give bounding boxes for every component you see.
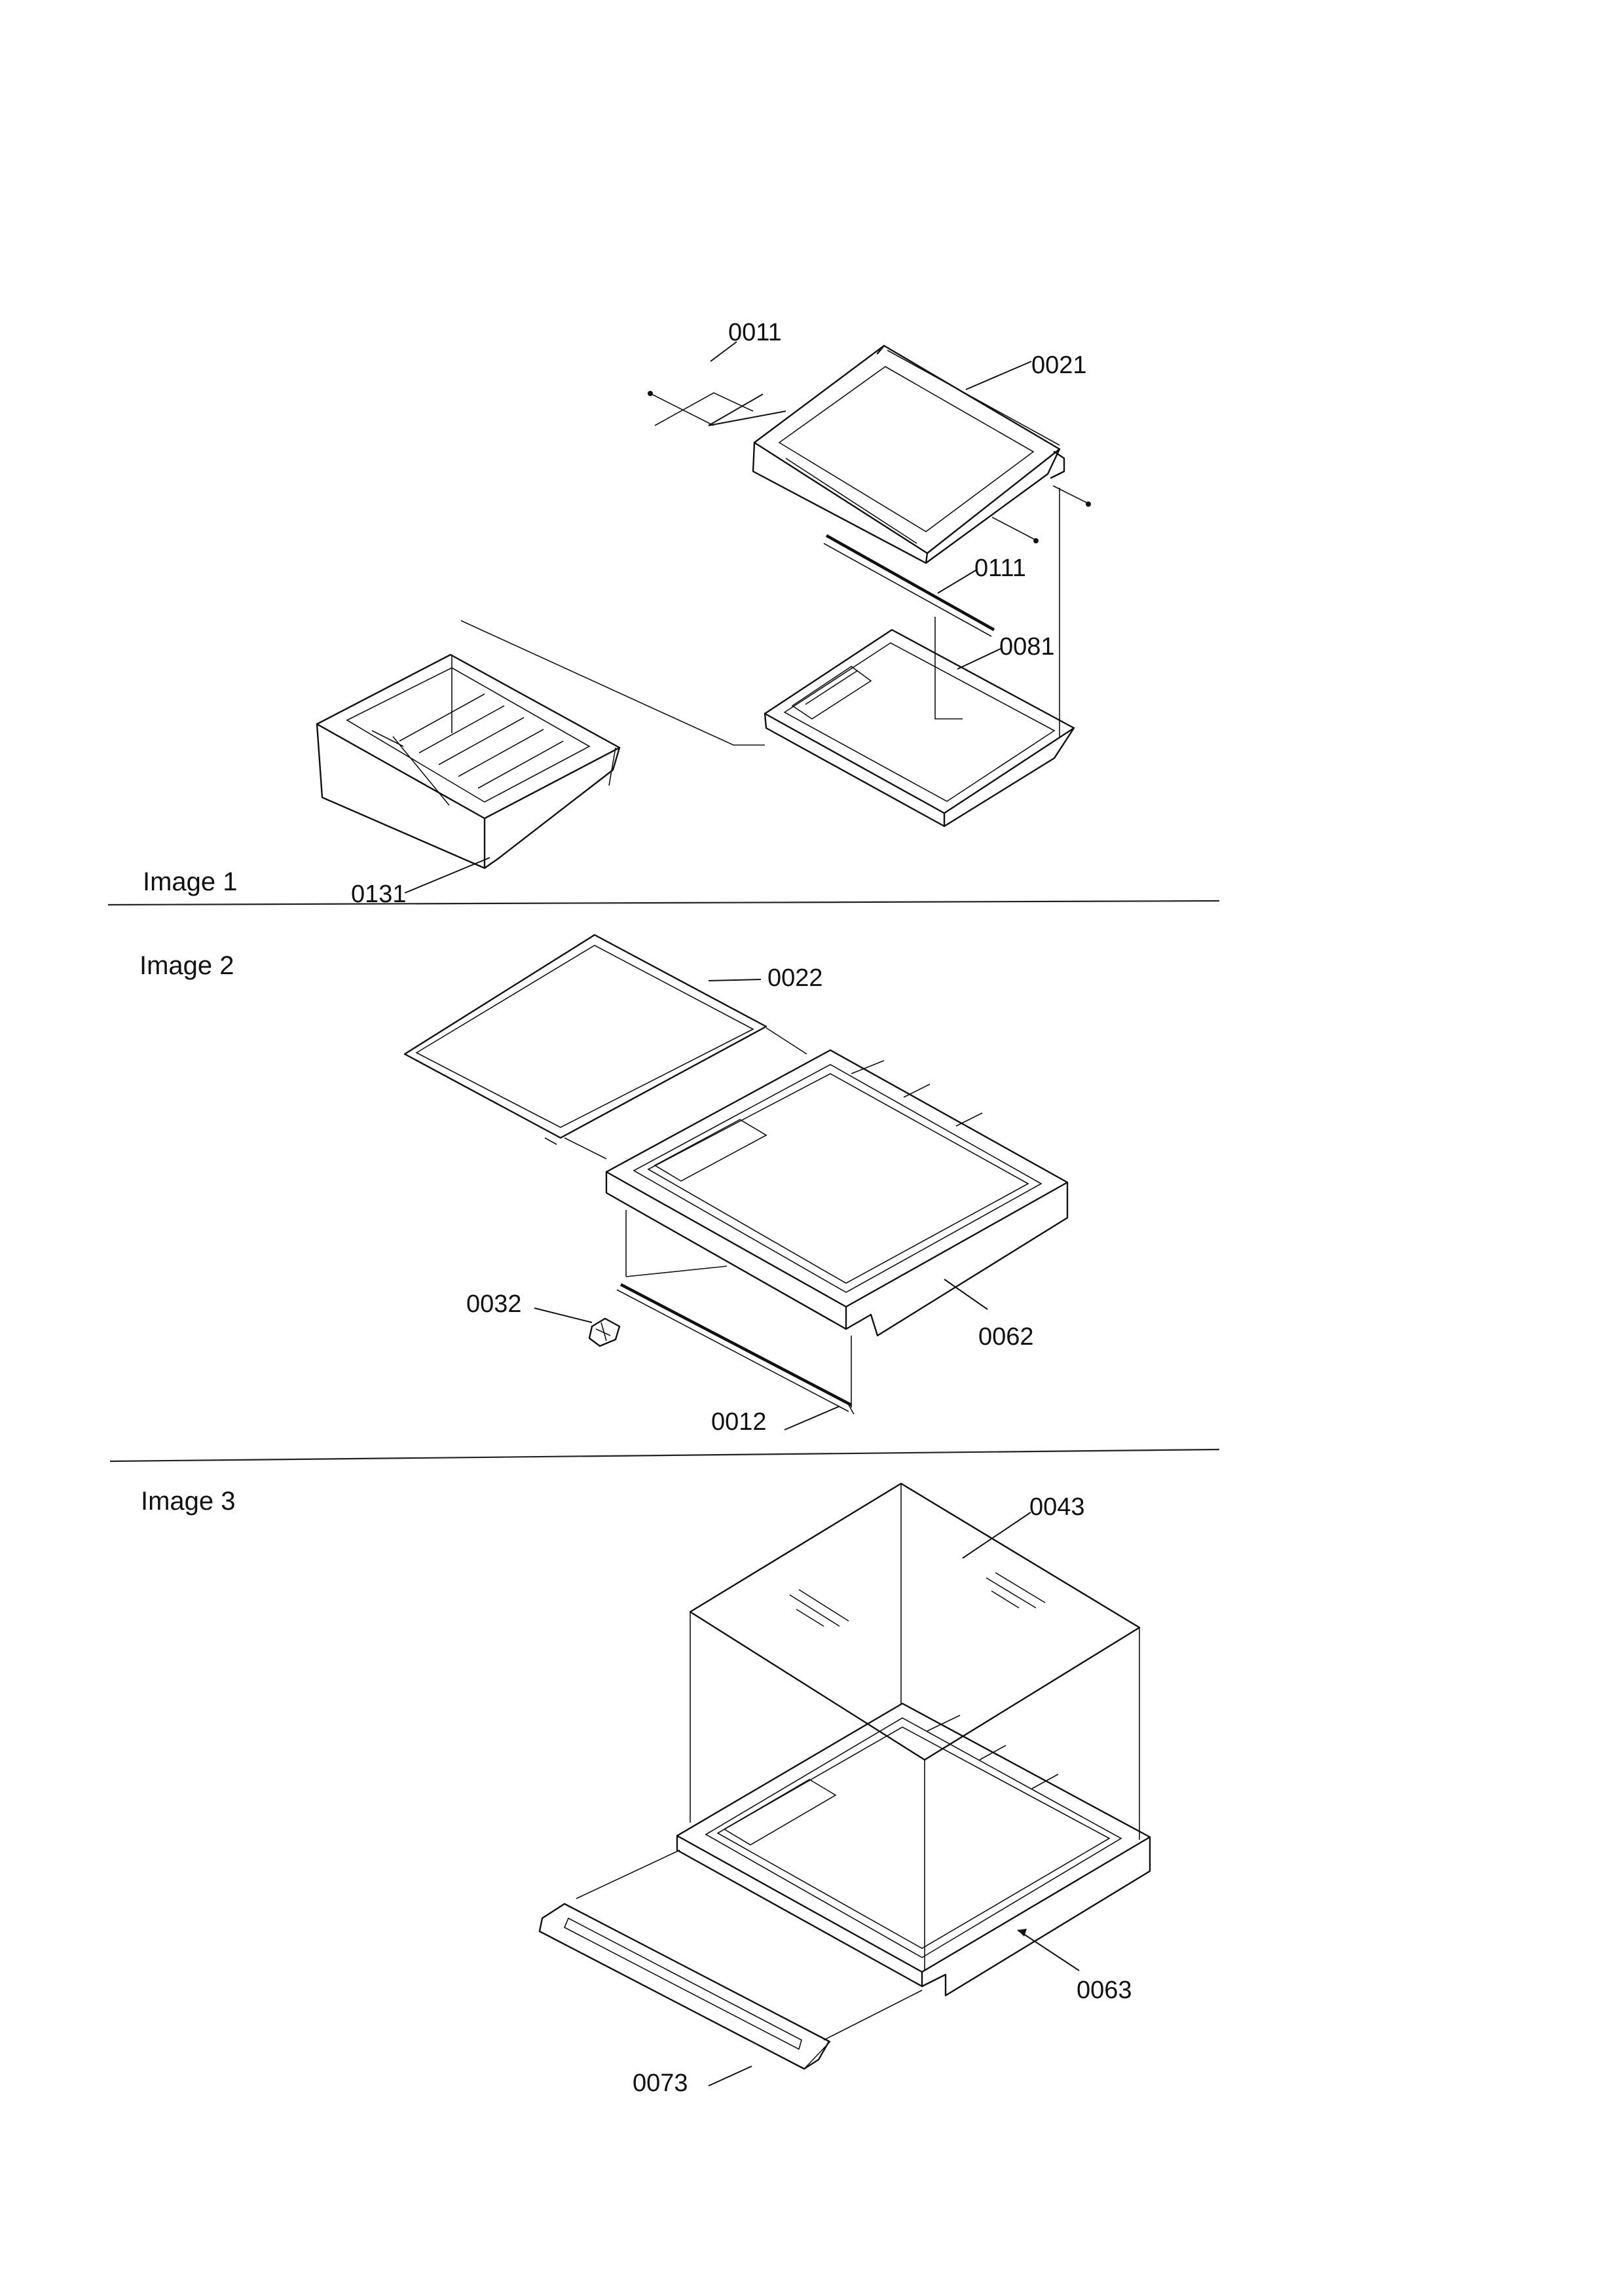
shelf-frame-0063 bbox=[676, 1702, 1151, 1997]
glass-shelf-0043 bbox=[689, 1482, 1141, 1971]
label-0062: 0062 bbox=[978, 1323, 1034, 1351]
leader-0012 bbox=[784, 1406, 840, 1430]
leader-0062 bbox=[944, 1279, 988, 1310]
assembly-line bbox=[934, 617, 963, 720]
leader-0021 bbox=[965, 361, 1032, 390]
label-0073: 0073 bbox=[633, 2069, 688, 2097]
leader-0032 bbox=[534, 1307, 593, 1323]
label-0011: 0011 bbox=[728, 319, 782, 346]
separator-1 bbox=[107, 900, 1220, 906]
rail-0012 bbox=[616, 1283, 855, 1415]
separator-2 bbox=[109, 1448, 1220, 1463]
leader-0073 bbox=[708, 2066, 752, 2086]
image-1-group: Image 1 bbox=[107, 319, 1220, 908]
leader-0043 bbox=[962, 1512, 1031, 1559]
label-0063: 0063 bbox=[1077, 1977, 1132, 2004]
label-0081: 0081 bbox=[999, 633, 1055, 661]
label-0032: 0032 bbox=[466, 1290, 522, 1318]
front-trim-0073 bbox=[538, 1903, 831, 2070]
assembly-line bbox=[564, 1137, 607, 1159]
trim-strip-0111 bbox=[823, 534, 995, 637]
label-0043: 0043 bbox=[1029, 1493, 1085, 1521]
shelf-cover-0021 bbox=[752, 344, 1065, 564]
clip-0032 bbox=[588, 1317, 621, 1347]
label-0131: 0131 bbox=[351, 881, 407, 908]
label-0012: 0012 bbox=[711, 1408, 767, 1436]
assembly-line bbox=[823, 1990, 923, 2041]
image-1-title: Image 1 bbox=[143, 867, 238, 896]
leader-0131 bbox=[404, 857, 490, 894]
screws-0011 bbox=[648, 391, 1091, 543]
glass-cover-0022 bbox=[403, 934, 767, 1145]
crisper-pan-0131 bbox=[316, 653, 621, 869]
label-0111: 0111 bbox=[974, 555, 1026, 582]
image-3-title: Image 3 bbox=[141, 1487, 236, 1516]
assembly-line bbox=[576, 1850, 680, 1899]
image-2-title: Image 2 bbox=[139, 951, 234, 980]
leader-0081 bbox=[957, 647, 1003, 670]
leader-0011 bbox=[710, 341, 737, 362]
image-3-group: Image 3 0043 bbox=[141, 1482, 1151, 2097]
shelf-frame-0062 bbox=[605, 1049, 1069, 1337]
assembly-line bbox=[625, 1210, 852, 1408]
assembly-line bbox=[654, 392, 754, 426]
shelf-frame-0081 bbox=[764, 629, 1075, 828]
image-2-group: Image 2 bbox=[109, 934, 1220, 1463]
assembly-line bbox=[460, 620, 765, 746]
assembly-line bbox=[766, 1027, 807, 1055]
label-0022: 0022 bbox=[767, 964, 823, 992]
assembly-line bbox=[625, 1266, 728, 1277]
leader-0111 bbox=[937, 569, 978, 594]
leader-0063 bbox=[1017, 1929, 1080, 1971]
leader-0022 bbox=[708, 979, 762, 981]
label-0021: 0021 bbox=[1031, 352, 1087, 379]
arrow-0063 bbox=[1018, 1929, 1027, 1937]
